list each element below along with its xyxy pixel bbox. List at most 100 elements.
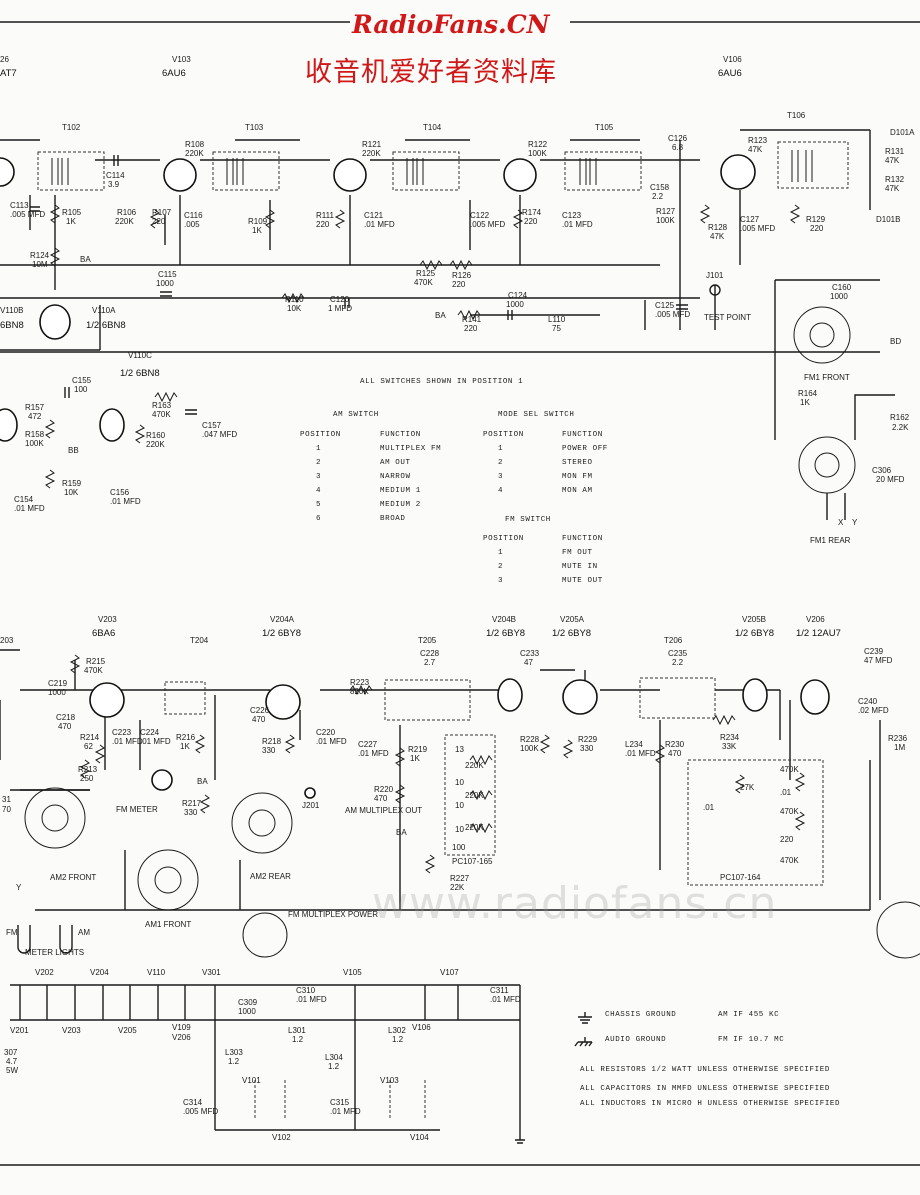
ref-r160: R160 [146,431,166,440]
ref-c314: C314 [183,1098,203,1107]
bottom-border [0,21,920,1166]
transformer-t205: T205 [418,636,437,645]
ref-c126: C126 [668,134,688,143]
mode-row-pos: 4 [498,487,503,495]
am-switch-wafers [24,787,920,959]
val-r218: 330 [262,746,276,755]
val-r214: 62 [84,742,93,751]
label-v110c: V110C [128,351,152,360]
val-c311: .01 MFD [490,995,521,1004]
val-r125: 470K [414,278,433,287]
val-c113: .005 MFD [10,210,45,219]
transformer-t105: T105 [595,123,614,132]
val-l301: 1.2 [292,1035,304,1044]
val-c123: .01 MFD [562,220,593,229]
ref-r127: R127 [656,207,676,216]
ref-d101a: D101A [890,128,915,137]
tube-v205a-type: 1/2 6BY8 [552,628,591,639]
ref-c306: C306 [872,466,892,475]
mode-switch-col-function: FUNCTION [562,431,603,439]
am-row-pos: 6 [316,515,321,523]
heater-v206: V206 [172,1033,191,1042]
heater-v204: V204 [90,968,109,977]
val-r236: 1M [894,743,905,752]
ref-c125: C125 [655,301,675,310]
val-r127: 100K [656,216,675,225]
ref-c124: C124 [508,291,528,300]
am-switch-title: AM SWITCH [333,411,379,419]
val-r228: 100K [520,744,539,753]
label-bb: BB [68,446,79,455]
ref-r105: R105 [62,208,82,217]
ref-r110: R110 [285,295,304,304]
legend-note-resistors: ALL RESISTORS 1/2 WATT UNLESS OTHERWISE … [580,1066,830,1074]
ref-r228: R228 [520,735,540,744]
pc164-value: 470K [780,807,799,816]
ref-c219: C219 [48,679,68,688]
ref-r132: R132 [885,175,905,184]
ground-symbols [515,1012,593,1144]
label-fm-multiplex-power: FM MULTIPLEX POWER [288,910,378,919]
tube-v205a-ref: V205A [560,615,585,624]
ref-l307: 307 [4,1048,18,1057]
val-l302: 1.2 [392,1035,404,1044]
heater-v203: V203 [62,1026,81,1035]
label-bd: BD [890,337,901,346]
ref-r174: R174 [522,208,542,217]
chinese-watermark: 收音机爱好者资料库 [305,57,557,88]
tube-v204b-ref: V204B [492,615,516,624]
ref-l301: L301 [288,1026,306,1035]
pc165-cap: 10 [455,825,464,834]
heater-v101: V101 [242,1076,261,1085]
tube-v203-ref: V203 [98,615,117,624]
am-resistor-zigzags [69,654,806,874]
label-v110a-type: 1/2 6BN8 [86,320,126,331]
ref-r109: R109 [248,217,268,226]
val-r122: 100K [528,149,547,158]
legend-chassis-ground: CHASSIS GROUND [605,1011,676,1019]
val-r160: 220K [146,440,165,449]
pc165-cap: 10 [455,801,464,810]
am-row-pos: 2 [316,459,321,467]
val-c315: .01 MFD [330,1107,361,1116]
val-c156: .01 MFD [110,497,141,506]
tube-v204b-type: 1/2 6BY8 [486,628,525,639]
val-r128: 47K [710,232,725,241]
ref-r218: R218 [262,737,282,746]
if-transformer-cans [37,141,849,191]
ref-c160: C160 [832,283,852,292]
pc164-value: 27K [740,783,755,792]
pc164-value: 470K [780,856,799,865]
ref-r213: R213 [78,765,98,774]
val-r216: 1K [180,742,190,751]
label-x: X [838,518,844,527]
ref-c309: C309 [238,998,258,1007]
label-fm-lamp: FM [6,928,18,937]
val-l307: 4.7 [6,1057,18,1066]
label-left-31: 31 [2,795,11,804]
val-r162: 2.2K [892,423,909,432]
val-c114: 3.9 [108,180,120,189]
val-r107: 220 [152,217,166,226]
ref-c224: C224 [140,728,160,737]
label-am1-front: AM1 FRONT [145,920,191,929]
val-c314: .005 MFD [183,1107,218,1116]
meter-lights [17,925,73,954]
val-c160: 1000 [830,292,848,301]
heater-v104: V104 [410,1133,429,1142]
val-r223: 820K [350,687,369,696]
fm-switch-col-position: POSITION [483,535,524,543]
heater-v107: V107 [440,968,459,977]
ref-c223: C223 [112,728,132,737]
val-r131: 47K [885,156,900,165]
ref-c315: C315 [330,1098,350,1107]
val-r234: 33K [722,742,737,751]
ref-c123: C123 [562,211,582,220]
ref-l304: L304 [325,1053,343,1062]
label-fm1-front: FM1 FRONT [804,373,850,382]
if-strip-wiring [0,129,880,440]
label-j201: J201 [302,801,320,810]
fm-row-pos: 3 [498,577,503,585]
label-am2-front: AM2 FRONT [50,873,96,882]
